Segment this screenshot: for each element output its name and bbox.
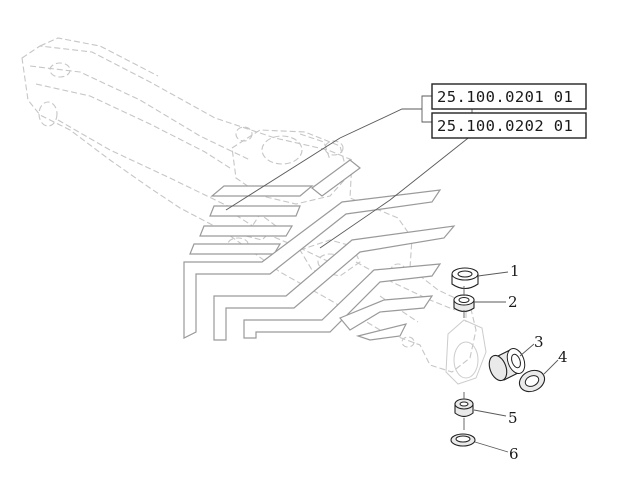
callout-1[interactable]: 1 (510, 262, 520, 280)
part-1-bushing[interactable] (451, 267, 479, 290)
part-2-bushing[interactable] (453, 294, 475, 313)
part-6-ring[interactable] (450, 433, 476, 447)
callout-5[interactable]: 5 (508, 409, 518, 427)
callout-4[interactable]: 4 (558, 348, 568, 366)
reference-box-1[interactable]: 25.100.0201 01 (431, 83, 587, 110)
callout-3[interactable]: 3 (534, 333, 544, 351)
highlight-bands (183, 159, 456, 341)
part-3-bushing[interactable] (486, 346, 528, 383)
reference-box-2[interactable]: 25.100.0202 01 (431, 112, 587, 139)
callout-leaders (473, 271, 559, 453)
reference-code-2: 25.100.0202 01 (437, 117, 573, 135)
callout-2[interactable]: 2 (508, 293, 518, 311)
reference-leaders (225, 95, 473, 249)
part-4-thrust-washer[interactable] (516, 366, 548, 395)
callout-6[interactable]: 6 (509, 445, 519, 463)
part-5-bushing[interactable] (454, 398, 474, 418)
reference-code-1: 25.100.0201 01 (437, 88, 573, 106)
